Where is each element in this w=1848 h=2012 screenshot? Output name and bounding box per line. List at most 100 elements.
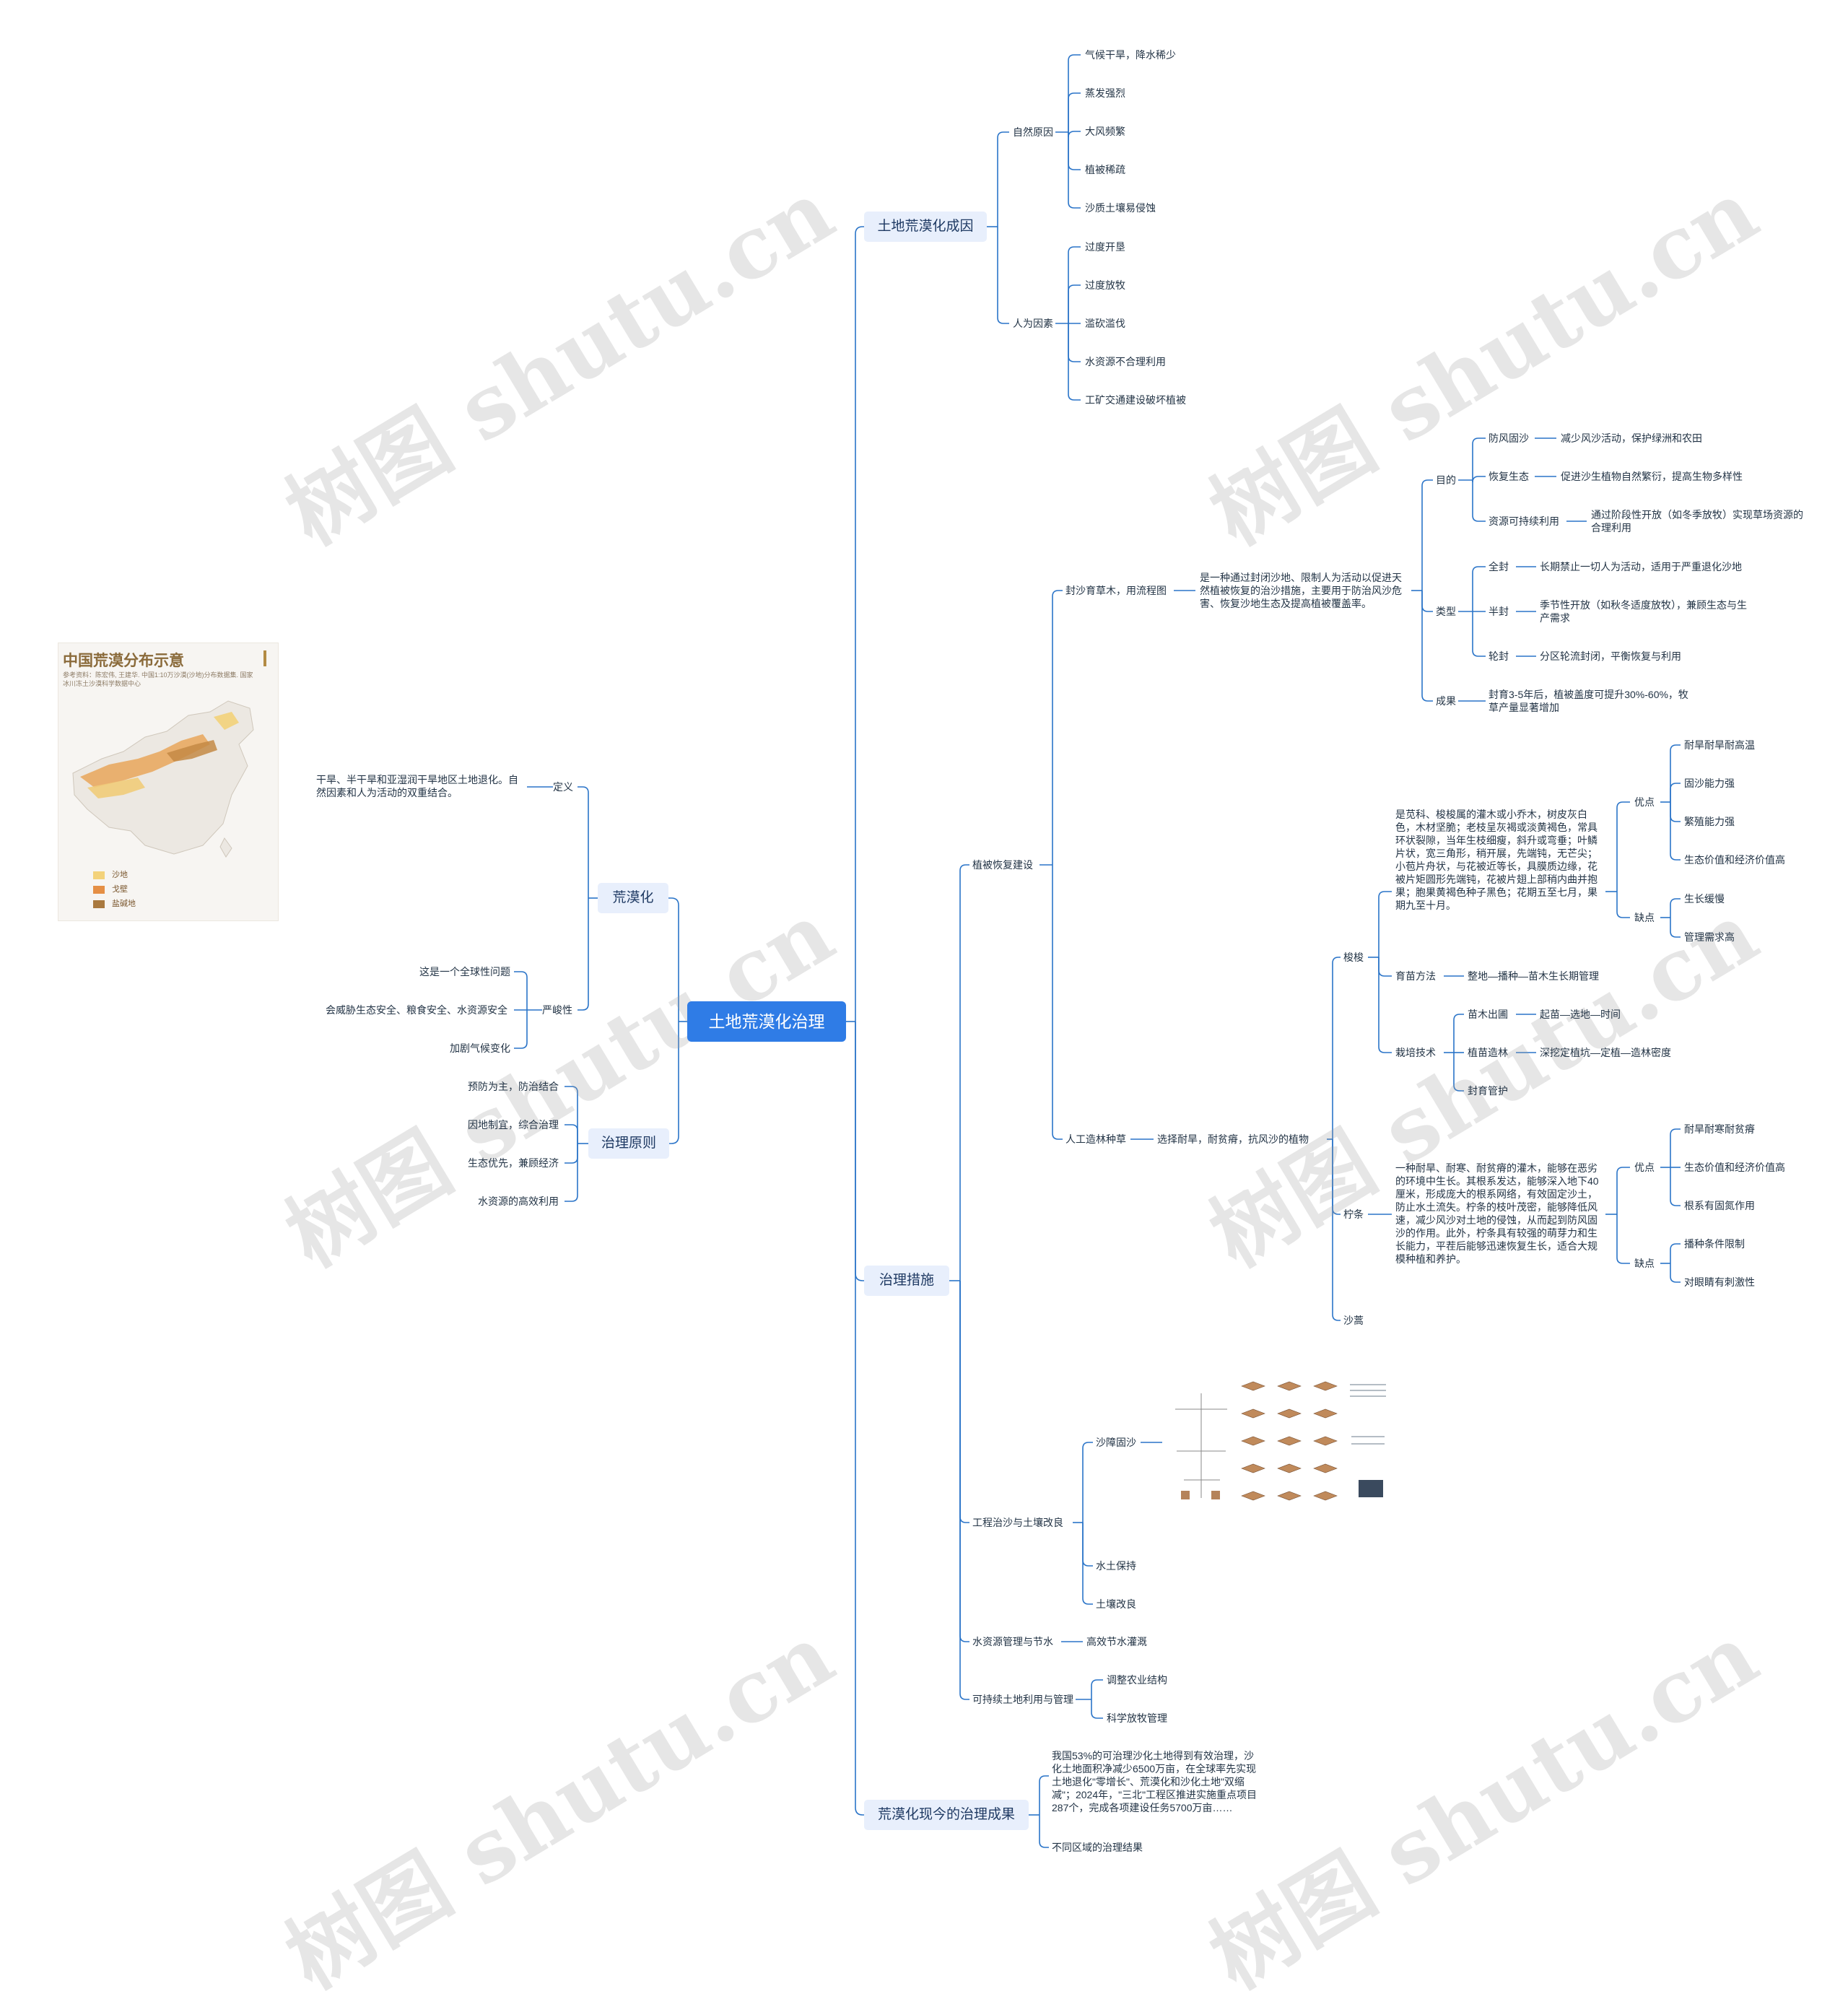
node-suosuo-con[interactable]: 生长缓慢 (1684, 893, 1725, 905)
connector-line (1068, 323, 1081, 401)
node-type-value[interactable]: 季节性开放（如秋冬适度放牧），兼顾生态与生产需求 (1540, 599, 1747, 624)
node-type-key[interactable]: 半封 (1489, 606, 1509, 617)
connector-line (855, 1022, 864, 1816)
node-ningtiao-pro[interactable]: 耐旱耐寒耐贫瘠 (1684, 1123, 1755, 1135)
connector-line (1082, 1442, 1093, 1523)
node-enclosure[interactable]: 封沙育草木，用流程图 (1065, 585, 1167, 596)
node-human-item[interactable]: 滥砍滥伐 (1085, 318, 1125, 329)
node-engineering[interactable]: 工程治沙与土壤改良 (972, 1517, 1063, 1528)
node-ningtiao-desc[interactable]: 一种耐旱、耐寒、耐贫瘠的灌木，能够在恶劣的环境中生长。其根系发达，能够深入地下4… (1395, 1162, 1599, 1265)
node-planting[interactable]: 人工造林种草 (1065, 1133, 1126, 1145)
node-cultivation-key[interactable]: 植苗造林 (1468, 1047, 1508, 1058)
node-sustainable[interactable]: 可持续土地利用与管理 (972, 1694, 1073, 1705)
node-natural-item[interactable]: 大风频繁 (1085, 126, 1125, 137)
node-principle[interactable]: 水资源的高效利用 (478, 1196, 559, 1207)
node-cultivation-value[interactable]: 起苗—选地—时间 (1540, 1009, 1621, 1020)
node-suosuo-pro[interactable]: 生态价值和经济价值高 (1684, 854, 1785, 866)
node-suosuo-con[interactable]: 管理需求高 (1684, 931, 1735, 943)
node-nursery-text[interactable]: 整地—播种—苗木生长期管理 (1468, 970, 1599, 982)
node-principle[interactable]: 因地制宜，综合治理 (468, 1119, 559, 1131)
node-purpose-value[interactable]: 减少风沙活动，保护绿洲和农田 (1561, 432, 1702, 444)
node-natural-item[interactable]: 沙质土壤易侵蚀 (1085, 202, 1156, 214)
node-veg[interactable]: 植被恢复建设 (972, 859, 1033, 871)
node-human-item[interactable]: 水资源不合理利用 (1085, 356, 1166, 367)
node-suosuo-desc[interactable]: 是苋科、梭梭属的灌木或小乔木，树皮灰白色，木材坚脆；老枝呈灰褐或淡黄褐色，常具环… (1395, 809, 1598, 911)
branch-results[interactable]: 荒漠化现今的治理成果 (864, 1800, 1029, 1830)
node-sustainable-item[interactable]: 科学放牧管理 (1107, 1712, 1167, 1724)
node-ningtiao-cons[interactable]: 缺点 (1634, 1258, 1655, 1269)
root-node[interactable]: 土地荒漠化治理 (687, 1001, 846, 1042)
node-soil-improve[interactable]: 土壤改良 (1096, 1598, 1136, 1610)
node-suosuo[interactable]: 梭梭 (1343, 951, 1364, 963)
node-purpose-value[interactable]: 促进沙生植物自然繁衍，提高生物多样性 (1561, 471, 1743, 482)
node-shahao[interactable]: 沙蒿 (1343, 1315, 1364, 1326)
node-type-key[interactable]: 轮封 (1489, 650, 1509, 662)
node-cultivation-value[interactable]: 深挖定植坑—定植—造林密度 (1540, 1047, 1671, 1058)
node-severity[interactable]: 严峻性 (542, 1004, 572, 1016)
node-purpose-key[interactable]: 资源可持续利用 (1489, 515, 1559, 527)
branch-measures[interactable]: 治理措施 (864, 1266, 949, 1296)
node-soil-water[interactable]: 水土保持 (1096, 1560, 1136, 1572)
node-ningtiao-pros[interactable]: 优点 (1634, 1162, 1655, 1173)
branch-desertification[interactable]: 荒漠化 (598, 883, 668, 913)
node-water-item[interactable]: 高效节水灌溉 (1086, 1636, 1147, 1647)
node-principle[interactable]: 生态优先，兼顾经济 (468, 1157, 559, 1169)
connector-line (1670, 1128, 1681, 1167)
node-severity-item[interactable]: 这是一个全球性问题 (419, 966, 510, 977)
node-cultivation-key[interactable]: 苗木出圃 (1468, 1009, 1508, 1020)
node-human-item[interactable]: 工矿交通建设破坏植被 (1085, 394, 1186, 406)
node-suosuo-pro[interactable]: 繁殖能力强 (1684, 816, 1735, 827)
node-ningtiao[interactable]: 柠条 (1343, 1208, 1364, 1220)
node-result[interactable]: 成果 (1436, 695, 1456, 707)
node-nursery[interactable]: 育苗方法 (1395, 970, 1436, 982)
node-suosuo-pros[interactable]: 优点 (1634, 796, 1655, 808)
node-cultivation[interactable]: 栽培技术 (1395, 1047, 1436, 1058)
node-sand-barrier[interactable]: 沙障固沙 (1096, 1437, 1136, 1448)
node-water[interactable]: 水资源管理与节水 (972, 1636, 1053, 1647)
node-ningtiao-pro[interactable]: 根系有固氮作用 (1684, 1200, 1755, 1211)
node-severity-item[interactable]: 会威胁生态安全、粮食安全、水资源安全 (326, 1004, 507, 1016)
node-principle[interactable]: 预防为主，防治结合 (468, 1081, 559, 1092)
node-severity-item[interactable]: 加剧气候变化 (450, 1042, 510, 1054)
node-human-item[interactable]: 过度开垦 (1085, 241, 1125, 253)
node-ningtiao-con[interactable]: 对眼睛有刺激性 (1684, 1276, 1755, 1288)
legend-item-saline: 盐碱地 (93, 897, 136, 909)
node-sustainable-item[interactable]: 调整农业结构 (1107, 1674, 1167, 1686)
node-definition-text[interactable]: 干旱、半干旱和亚湿润干旱地区土地退化。自然因素和人为活动的双重结合。 (316, 774, 518, 798)
connector-line (565, 1124, 578, 1144)
node-definition[interactable]: 定义 (553, 781, 573, 793)
node-cultivation-key[interactable]: 封育管护 (1468, 1085, 1508, 1097)
node-suosuo-pro[interactable]: 固沙能力强 (1684, 778, 1735, 789)
node-result-text[interactable]: 封育3-5年后，植被盖度可提升30%-60%，牧草产量显著增加 (1489, 689, 1688, 713)
node-regional-results[interactable]: 不同区域的治理结果 (1052, 1842, 1143, 1853)
node-natural[interactable]: 自然原因 (1013, 126, 1053, 138)
node-purpose-value[interactable]: 通过阶段性开放（如冬季放牧）实现草场资源的合理利用 (1591, 509, 1803, 534)
node-natural-item[interactable]: 气候干旱，降水稀少 (1085, 49, 1176, 61)
connector-line (1052, 590, 1063, 865)
node-type-value[interactable]: 长期禁止一切人为活动，适用于严重退化沙地 (1540, 561, 1742, 572)
node-enclosure-desc[interactable]: 是一种通过封闭沙地、限制人为活动以促进天然植被恢复的治沙措施，主要用于防治风沙危… (1200, 572, 1402, 609)
node-human-item[interactable]: 过度放牧 (1085, 279, 1125, 291)
connector-line (1378, 891, 1392, 957)
node-purpose-key[interactable]: 防风固沙 (1489, 432, 1529, 444)
node-natural-item[interactable]: 蒸发强烈 (1085, 87, 1125, 99)
node-types[interactable]: 类型 (1436, 606, 1456, 617)
connector-line (1670, 1243, 1681, 1263)
node-type-key[interactable]: 全封 (1489, 561, 1509, 572)
node-purpose[interactable]: 目的 (1436, 474, 1456, 486)
node-suosuo-pro[interactable]: 耐旱耐旱耐高温 (1684, 739, 1755, 751)
node-type-value[interactable]: 分区轮流封闭，平衡恢复与利用 (1540, 650, 1681, 662)
node-suosuo-cons[interactable]: 缺点 (1634, 912, 1655, 923)
node-results-text[interactable]: 我国53%的可治理沙化土地得到有效治理，沙化土地面积净减少6500万亩，在全球率… (1052, 1750, 1258, 1813)
node-human[interactable]: 人为因素 (1013, 318, 1053, 329)
connector-line (668, 897, 679, 1022)
node-ningtiao-con[interactable]: 播种条件限制 (1684, 1238, 1745, 1250)
node-select-plants[interactable]: 选择耐旱，耐贫瘠，抗风沙的植物 (1157, 1133, 1309, 1145)
node-purpose-key[interactable]: 恢复生态 (1489, 471, 1529, 482)
connector-line (1670, 898, 1681, 918)
branch-principles[interactable]: 治理原则 (588, 1128, 669, 1159)
node-natural-item[interactable]: 植被稀疏 (1085, 164, 1125, 175)
branch-causes[interactable]: 土地荒漠化成因 (864, 212, 987, 242)
sand-barrier-illustration (1169, 1372, 1393, 1516)
node-ningtiao-pro[interactable]: 生态价值和经济价值高 (1684, 1162, 1785, 1173)
